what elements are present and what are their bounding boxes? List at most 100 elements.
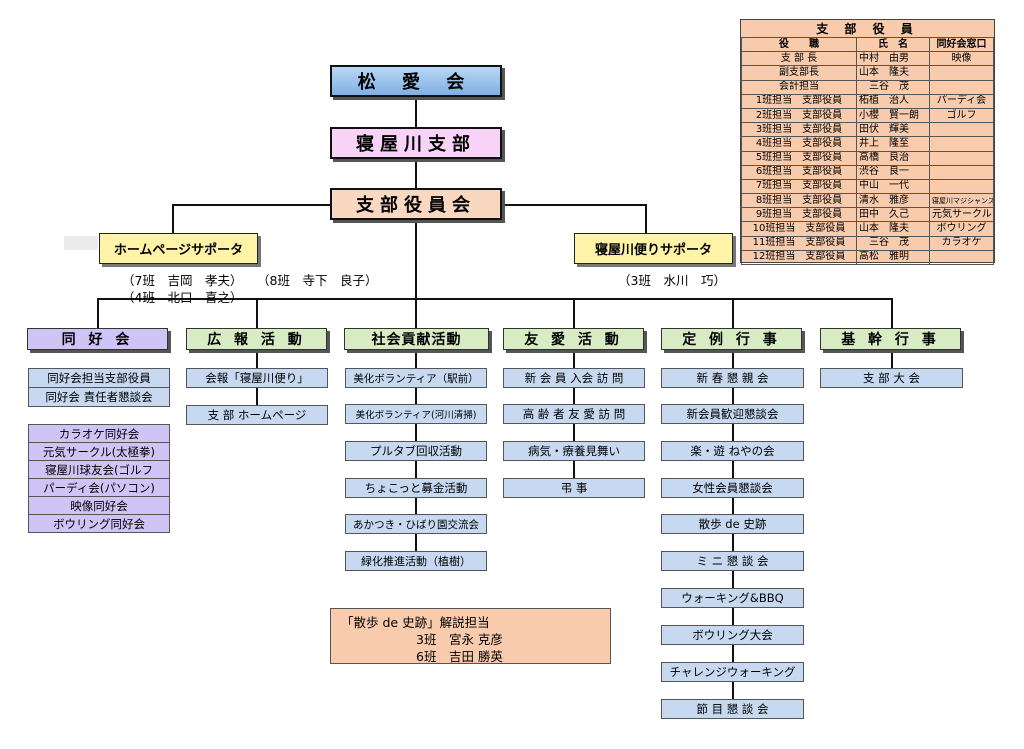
officer-role: 2班担当 支部役員 [741,107,857,124]
officer-name: 小櫻 賢一朗 [856,107,930,124]
connector-dept-6 [891,298,893,328]
officer-row: 副支部長山本 隆夫 [741,65,994,81]
connector-committee-trunk [415,219,417,299]
event-item-3: 楽・遊 ねやの会 [661,441,804,461]
club-list-3: 寝屋川球友会(ゴルフ [28,460,170,479]
dept-header-2: 広 報 活 動 [186,328,327,350]
homepage-supporter-shadow [64,236,98,250]
officer-row: 3班担当 支部役員田伏 輝美 [741,122,994,138]
officer-name: 山本 隆夫 [856,65,930,81]
officer-header-name: 氏 名 [856,36,930,53]
club-list-5: 映像同好会 [28,496,170,515]
officer-name: 田伏 輝美 [856,122,930,138]
social-item-2: 美化ボランティア(河川清掃) [345,404,487,424]
officer-row: 7班担当 支部役員中山 一代 [741,178,994,195]
officer-role: 会計担当 [741,79,857,95]
newsletter-supporter-box: 寝屋川便りサポータ [574,233,733,264]
fraternity-item-3: 病気・療養見舞い [503,441,645,461]
officer-name: 清水 雅彦 [856,193,930,209]
officer-role: 6班担当 支部役員 [741,164,857,180]
officer-row: 支 部 長中村 由男映像 [741,51,994,67]
event-item-2: 新会員歓迎懇談会 [661,404,804,424]
dept-header-1: 同 好 会 [27,328,168,350]
officer-club [929,122,994,138]
social-item-4: ちょこっと募金活動 [345,478,487,498]
officer-row: 6班担当 支部役員渋谷 良一 [741,164,994,180]
officer-table-title: 支 部 役 員 [816,22,919,36]
officer-club: カラオケ [929,235,994,251]
officer-club: パーディ会 [929,93,994,109]
officer-row: 9班担当 支部役員田中 久己元気サークル [741,207,994,223]
org-box: 松 愛 会 [330,65,502,97]
officer-name: 高橋 良治 [856,150,930,166]
fraternity-item-2: 高 齢 者 友 愛 訪 問 [503,404,645,424]
connector-dept-5 [732,298,734,328]
officer-club [929,79,994,95]
event-item-7: ウォーキング&BBQ [661,588,804,608]
officer-row: 2班担当 支部役員小櫻 賢一朗ゴルフ [741,107,994,124]
officer-name: 山本 隆夫 [856,221,930,237]
officer-name: 三谷 茂 [856,235,930,251]
homepage-supporter-member-2: （8班 寺下 良子） [257,273,378,288]
guide-note-box: 「散歩 de 史跡」解説担当 3班 宮永 克彦 6班 吉田 勝英 [330,608,611,664]
officer-role: 11班担当 支部役員 [741,235,857,251]
officer-club [929,249,994,266]
officer-name: 中村 由男 [856,51,930,67]
branch-box: 寝屋川支部 [330,127,502,159]
officer-row: 1班担当 支部役員柘植 治人パーディ会 [741,93,994,109]
dept-header-3: 社会貢献活動 [344,328,489,350]
newsletter-supporter-member-1: （3班 水川 巧） [618,273,726,288]
club-list-2: 元気サークル(太極拳) [28,442,170,461]
officer-club: ゴルフ [929,107,994,124]
officer-role: 9班担当 支部役員 [741,207,857,223]
social-item-3: プルタブ回収活動 [345,441,487,461]
connector-dept-3 [415,298,417,328]
connector-dept-2 [256,298,258,328]
guide-note-title: 「散歩 de 史跡」解説担当 [341,615,490,630]
event-item-5: 散歩 de 史跡 [661,514,804,534]
officer-role: 5班担当 支部役員 [741,150,857,166]
officer-club [929,178,994,195]
officer-role: 1班担当 支部役員 [741,93,857,109]
connector-department-bar [97,298,892,300]
social-item-1: 美化ボランティア（駅前） [345,368,487,388]
officer-name: 田中 久己 [856,207,930,223]
officer-role: 支 部 長 [741,51,857,67]
officer-name: 三谷 茂 [856,79,930,95]
connector-dept-4 [573,298,575,328]
officer-name: 渋谷 良一 [856,164,930,180]
fraternity-item-1: 新 会 員 入会 訪 問 [503,368,645,388]
officer-table-header-row: 役 職 氏 名 同好会窓口 [741,36,994,53]
fraternity-item-4: 弔 事 [503,478,645,498]
event-item-6: ミ ニ 懇 談 会 [661,551,804,571]
officer-name: 井上 隆至 [856,136,930,152]
dept-header-6: 基 幹 行 事 [820,328,961,350]
officer-header-role: 役 職 [741,36,857,53]
officer-role: 3班担当 支部役員 [741,122,857,138]
homepage-supporter-member-1: （7班 吉岡 孝夫） [122,273,243,288]
officer-role: 7班担当 支部役員 [741,178,857,195]
officer-name: 柘植 治人 [856,93,930,109]
officer-role: 10班担当 支部役員 [741,221,857,237]
officer-club [929,65,994,81]
pr-item-2: 支 部 ホームページ [186,405,328,425]
officer-role: 副支部長 [741,65,857,81]
social-item-6: 緑化推進活動（植樹） [345,551,487,571]
officer-row: 12班担当 支部役員高松 雅明 [741,249,994,266]
event-item-10: 節 目 懇 談 会 [661,699,804,719]
connector-col-6-items [891,350,893,378]
club-item-2: 同好会 責任者懇談会 [28,387,170,407]
club-item-1: 同好会担当支部役員 [28,368,170,388]
officer-club: ボウリング [929,221,994,237]
officer-row: 会計担当 三谷 茂 [741,79,994,95]
officer-role: 12班担当 支部役員 [741,249,857,266]
officer-club: 寝屋川マジシャンズ [929,193,994,209]
dept-header-4: 友 愛 活 動 [503,328,644,350]
core-item-1: 支 部 大 会 [820,368,963,388]
social-item-5: あかつき・ひばり園交流会 [345,514,487,534]
committee-box: 支部役員会 [330,188,502,220]
officer-name: 中山 一代 [856,178,930,195]
officer-header-club: 同好会窓口 [929,36,994,53]
club-list-4: パーディ会(パソコン) [28,478,170,497]
homepage-supporter-box: ホームページサポータ [99,233,258,264]
